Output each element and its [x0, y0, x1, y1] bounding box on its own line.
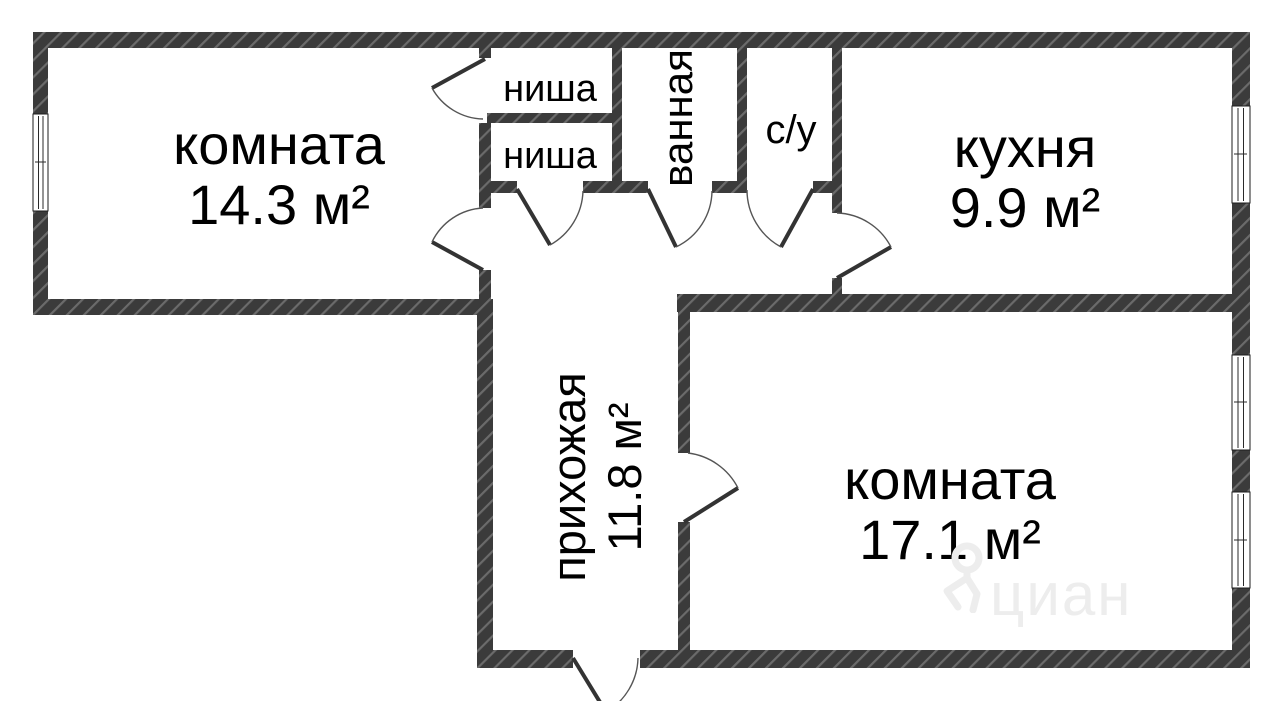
wall-bottom-right — [640, 650, 1250, 668]
wall-divider-lower — [479, 270, 491, 299]
door-swing-arc — [675, 190, 713, 248]
room-name: ниша — [503, 68, 597, 110]
wall-divider-upper — [479, 123, 491, 208]
door-leaf — [571, 656, 602, 701]
wall-niche1-bottom — [487, 113, 612, 123]
door-wc — [746, 188, 815, 248]
door-leaf — [431, 240, 484, 272]
door-niche1 — [431, 57, 486, 120]
wall-stub-niche-door — [479, 47, 491, 58]
wall-top — [33, 32, 1250, 48]
room-label-room2: комната 17.1 м² — [760, 450, 1140, 570]
room-label-bathroom: ванная — [653, 0, 703, 238]
room-label-niche-top: ниша — [481, 69, 619, 109]
room-name: ниша — [503, 135, 597, 177]
room-area: 11.8 м² — [598, 402, 651, 552]
door-leaf — [779, 188, 815, 248]
room-area: 9.9 м² — [949, 176, 1101, 239]
wall-hall-right-lower — [678, 522, 690, 668]
watermark-text: циан — [990, 561, 1133, 628]
room-name: прихожая — [542, 372, 595, 582]
window-room2-lower — [1231, 491, 1251, 589]
room-area: 17.1 м² — [859, 508, 1041, 571]
wall-room2-top — [677, 294, 1250, 312]
door-bathroom — [646, 188, 713, 248]
door-leaf — [682, 486, 740, 524]
door-swing-arc — [836, 212, 892, 248]
room-label-wc: с/у — [741, 110, 841, 150]
wall-niche2-bottom-right — [583, 181, 648, 193]
wall-bath-wc-divider — [737, 47, 747, 193]
door-niche2 — [515, 187, 584, 247]
room-name: кухня — [953, 116, 1097, 179]
room-label-hallway: прихожая 11.8 м² — [541, 327, 653, 627]
door-swing-arc — [687, 452, 739, 489]
door-entrance — [571, 656, 639, 701]
wall-niche2-bottom-left — [491, 181, 517, 193]
wall-niche-bath-divider — [612, 47, 622, 193]
door-leaf — [646, 188, 678, 248]
room-label-room1: комната 14.3 м² — [89, 115, 469, 235]
door-kitchen — [836, 212, 892, 280]
room-label-niche-bottom: ниша — [481, 136, 619, 176]
door-swing-arc — [618, 657, 639, 701]
watermark-pin-icon — [943, 542, 983, 613]
window-room1 — [32, 113, 49, 212]
wall-hall-left — [477, 299, 493, 668]
room-name: ванная — [654, 49, 701, 187]
wall-kitchen-left-upper — [832, 47, 842, 213]
window-kitchen — [1231, 105, 1251, 204]
room-label-kitchen: кухня 9.9 м² — [860, 118, 1190, 238]
window-room2-upper — [1231, 354, 1251, 451]
room-name: комната — [844, 448, 1056, 511]
wall-bottom-left — [477, 650, 573, 668]
wall-hall-right-upper — [678, 294, 690, 453]
door-room1 — [431, 207, 484, 272]
door-swing-arc — [431, 87, 484, 120]
door-leaf — [515, 187, 552, 247]
room-area: 14.3 м² — [188, 173, 370, 236]
room-name: с/у — [765, 108, 817, 152]
door-leaf — [836, 245, 892, 280]
door-swing-arc — [431, 207, 484, 243]
door-swing-arc — [746, 189, 782, 248]
wall-room1-bottom — [33, 299, 491, 315]
door-room2 — [682, 452, 740, 524]
room-name: комната — [173, 113, 385, 176]
door-leaf — [431, 57, 486, 90]
door-swing-arc — [549, 190, 584, 246]
